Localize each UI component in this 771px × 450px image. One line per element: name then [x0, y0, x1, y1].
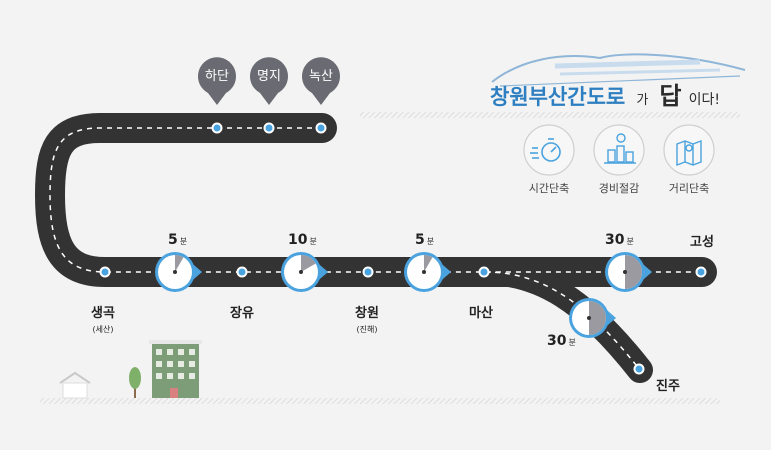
stop-nodes — [99, 122, 707, 375]
benefit-distance: 거리단축 — [663, 124, 715, 195]
benefit-label: 시간단축 — [529, 182, 569, 195]
pin-label: 하단 — [205, 69, 229, 84]
ground-line — [40, 398, 720, 404]
pin-label: 녹산 — [309, 69, 333, 84]
stop-label: 창원 — [355, 305, 379, 321]
stop-sublabel: (진해) — [357, 324, 378, 334]
timer-clock — [569, 298, 616, 338]
timer-clock — [281, 252, 328, 292]
clock-center — [299, 270, 303, 274]
pin-hadan: 하단 — [198, 57, 236, 105]
stop-label: 장유 — [230, 305, 254, 321]
house-icon — [59, 371, 91, 399]
node-myeongji — [263, 122, 275, 134]
tree-icon — [129, 367, 141, 398]
node-jinju — [633, 363, 645, 375]
pin-myeongji: 명지 — [250, 57, 288, 105]
car-icon — [491, 53, 746, 87]
node-noksan — [315, 122, 327, 134]
clock-elapsed-wedge — [589, 301, 606, 335]
pin-noksan: 녹산 — [302, 57, 340, 105]
benefit-label: 경비절감 — [599, 182, 639, 195]
stop-label: 고성 — [690, 235, 714, 250]
clock-center — [623, 270, 627, 274]
coins-icon — [604, 133, 636, 164]
clock-center — [173, 270, 177, 274]
clock-center — [422, 270, 426, 274]
stopwatch-icon — [530, 138, 561, 162]
clock-elapsed-wedge — [625, 255, 642, 289]
benefit-cost: 경비절감 — [593, 124, 645, 195]
benefit-time: 시간단축 — [523, 124, 575, 195]
benefit-label: 거리단축 — [669, 182, 709, 195]
timer-clock — [605, 252, 652, 292]
clock-elapsed-wedge — [175, 255, 184, 272]
building-icon — [149, 340, 202, 398]
clock-center — [587, 316, 591, 320]
timer-clock — [155, 252, 202, 292]
node-changwon — [362, 266, 374, 278]
stop-label: 마산 — [469, 305, 493, 321]
node-jangyu — [236, 266, 248, 278]
clock-elapsed-wedge — [301, 255, 316, 272]
clock-elapsed-wedge — [424, 255, 433, 272]
node-goseong — [695, 266, 707, 278]
pin-label: 명지 — [257, 69, 281, 84]
stop-label: 진주 — [656, 378, 680, 394]
node-saenggok — [99, 266, 111, 278]
stop-label: 생곡 — [91, 306, 115, 321]
slogan-title: 창원부산간도로 가 답 이다! — [490, 82, 720, 110]
road — [35, 113, 717, 383]
map-icon — [676, 139, 702, 167]
header-rule — [360, 112, 740, 118]
timer-clock — [404, 252, 451, 292]
stop-sublabel: (세산) — [93, 324, 114, 334]
node-masan — [478, 266, 490, 278]
node-hadan — [211, 122, 223, 134]
